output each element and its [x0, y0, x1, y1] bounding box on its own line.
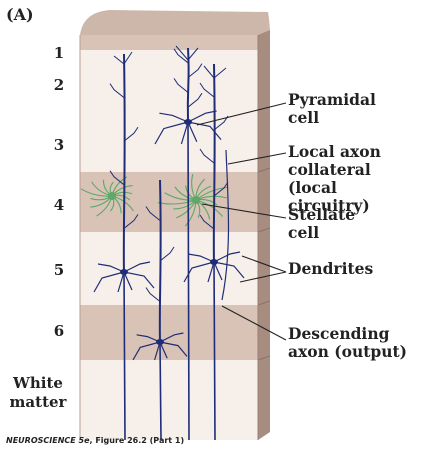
pyramidal-neuron-layer5-right-axon — [213, 261, 216, 441]
local-axon-collateral — [221, 149, 230, 301]
layer-label-5: 5 — [53, 261, 65, 279]
pyramidal-neuron-layer5-right-apical-branch-5 — [199, 214, 215, 230]
dendrites-leader-lower — [239, 271, 287, 283]
side-band-edge-2 — [257, 300, 271, 306]
pyramidal-neuron-layer5-left — [93, 53, 155, 441]
pyramidal-neuron-layer5-right-basal-dendrite-4 — [207, 261, 215, 283]
layer-label-2: 2 — [53, 76, 65, 94]
panel-label: (A) — [6, 5, 34, 24]
pyramidal-neuron-layer6-apical-branch-2 — [159, 246, 175, 262]
pyramidal-neuron-layer6-apical-branch-3 — [145, 287, 161, 302]
pyramidal-neuron-layer5-left-apical-branch-2 — [123, 126, 139, 142]
descending-axon-leader — [221, 305, 287, 341]
pyramidal-neuron-layer3-apical-dendrite — [186, 47, 190, 123]
pyramidal-neuron-layer3 — [154, 47, 222, 441]
pyramidal-neuron-layer6-apical-branch-1 — [145, 206, 161, 221]
pyramidal-neuron-layer3-basal-dendrite-0 — [154, 121, 189, 145]
stellate-cell-right-soma — [192, 196, 200, 204]
white-matter-label: White matter — [9, 374, 67, 411]
local-axon-leader — [227, 152, 287, 165]
layer-5-band — [80, 232, 258, 305]
layer-6-band — [80, 305, 258, 360]
credit-rest: , Figure 26.2 (Part 1) — [89, 436, 185, 445]
pyramidal-neuron-layer5-right-basal-dendrite-1 — [187, 253, 215, 263]
pyramidal-neuron-layer5-left-apical-dendrite — [122, 53, 126, 273]
stellate-cell-label: Stellate cell — [288, 205, 356, 242]
pyramidal-neuron-layer3-apical-branch-3 — [173, 78, 189, 93]
pyramidal-neuron-layer3-apical-branch-2 — [187, 63, 203, 78]
pyramidal-neuron-layer3-axon — [187, 121, 190, 441]
pyramidal-neuron-layer5-right-basal-dendrite-5 — [213, 261, 223, 281]
stellate-cell-leader — [201, 203, 287, 219]
pyramidal-neuron-layer6-basal-dendrite-5 — [159, 341, 168, 359]
layer-2-3-band — [80, 50, 258, 172]
pyramidal-neuron-layer6-apical-dendrite — [158, 179, 162, 343]
pyramidal-neuron-layer6-axon — [159, 341, 162, 441]
block-top-face — [80, 10, 270, 35]
dendrites-leader-upper — [241, 255, 287, 273]
layer-label-1: 1 — [53, 44, 65, 62]
credit-title: NEUROSCIENCE 5e — [6, 436, 90, 445]
pyramidal-neuron-layer3-apical-branch-4 — [187, 92, 203, 108]
pyramidal-neuron-layer5-left-axon — [123, 271, 126, 441]
pyramidal-neuron-layer5-left-basal-dendrite-3 — [123, 261, 151, 273]
pyramidal-neuron-layer3-basal-dendrite-4 — [180, 121, 189, 145]
pyramidal-neuron-layer5-left-basal-dendrite-2 — [123, 271, 155, 289]
pyramidal-neuron-layer3-basal-dendrite-5 — [187, 121, 198, 143]
pyramidal-neuron-layer5-right-apical-branch-1 — [199, 82, 215, 98]
pyramidal-cell-leader — [196, 102, 287, 126]
pyramidal-neuron-layer3-basal-dendrite-2 — [187, 121, 222, 140]
layer-label-3: 3 — [53, 136, 65, 154]
pyramidal-neuron-layer6-basal-dendrite-3 — [159, 332, 184, 343]
pyramidal-neuron-layer5-left-basal-dendrite-4 — [117, 271, 125, 293]
layer-1-band — [80, 35, 258, 50]
descending-axon-label: Descending axon (output) — [288, 324, 407, 361]
cortical-layer-block — [79, 10, 271, 440]
pyramidal-neuron-layer3-apical-branch-1 — [173, 48, 189, 64]
stellate-cells — [80, 174, 229, 227]
pyramidal-neuron-layer3-basal-dendrite-1 — [159, 112, 189, 123]
figure-credit: NEUROSCIENCE 5e, Figure 26.2 (Part 1) — [6, 436, 184, 445]
side-band-edge-1 — [257, 227, 271, 233]
pyramidal-neuron-layer5-left-apical-branch-1 — [109, 83, 125, 98]
pyramidal-neuron-layer6-basal-dendrite-4 — [154, 341, 161, 361]
pyramidal-neuron-layer5-right-basal-dendrite-3 — [213, 251, 241, 263]
pyramidal-neuron-layer5-right — [183, 63, 245, 441]
label-leader-lines — [196, 102, 287, 341]
pyramidal-neuron-layer5-left-apical-branch-4 — [123, 214, 139, 229]
pyramidal-neuron-layer5-left-basal-dendrite-5 — [123, 271, 133, 291]
pyramidal-neuron-layer6-basal-dendrite-0 — [132, 341, 161, 361]
apical-tufts — [113, 45, 227, 79]
stellate-cell-right — [157, 174, 229, 227]
dendrites-label: Dendrites — [288, 259, 374, 278]
pyramidal-cell-label: Pyramidal cell — [288, 90, 376, 127]
pyramidal-neuron-layer5-right-apical-branch-3 — [199, 148, 215, 164]
pyramidal-neuron-layer3-basal-dendrite-3 — [187, 110, 217, 123]
side-band-edge-0 — [257, 167, 271, 173]
stellate-cell-left-soma — [108, 192, 116, 200]
layer-label-4: 4 — [53, 196, 65, 214]
pyramidal-neurons — [93, 45, 245, 441]
pyramidal-neuron-layer5-right-apical-dendrite — [212, 63, 216, 263]
side-band-edge-3 — [257, 355, 271, 361]
pyramidal-neuron-layer6 — [132, 179, 188, 441]
block-side-face — [258, 30, 270, 440]
pyramidal-neuron-layer5-right-basal-dendrite-2 — [213, 261, 245, 279]
local-axon-collateral-label: Local axon collateral (local circuitry) — [288, 142, 381, 215]
layer-label-6: 6 — [53, 322, 65, 340]
pyramidal-neuron-layer6-basal-dendrite-2 — [159, 341, 188, 357]
pyramidal-neuron-layer5-left-basal-dendrite-0 — [93, 271, 125, 293]
white-matter-band — [80, 360, 258, 440]
pyramidal-neuron-layer6-basal-dendrite-1 — [136, 334, 161, 343]
pyramidal-neuron-layer5-right-apical-branch-4 — [213, 181, 229, 197]
pyramidal-neuron-layer5-left-apical-branch-3 — [109, 170, 125, 186]
layer-4-band — [80, 172, 258, 232]
pyramidal-neuron-layer5-left-basal-dendrite-1 — [97, 263, 125, 273]
pyramidal-neuron-layer5-right-basal-dendrite-0 — [183, 261, 215, 283]
